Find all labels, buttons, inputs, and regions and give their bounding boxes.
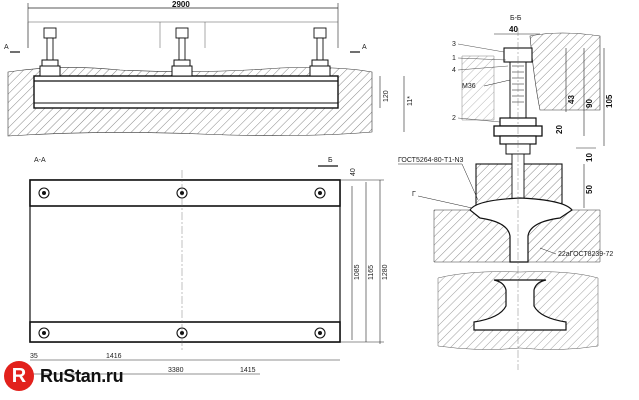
top-view: 2900 A <box>4 0 414 137</box>
dim-corner-35: 35 <box>30 353 38 360</box>
dim-1165: 1165 <box>368 265 375 280</box>
rustan-logo[interactable]: R RuStan.ru <box>4 358 124 394</box>
thread-label-m36: M36 <box>462 83 476 90</box>
section-mark-right: A <box>362 44 367 51</box>
dim-1085: 1085 <box>354 264 361 280</box>
dim-50: 50 <box>585 185 594 194</box>
dim-length-2900: 2900 <box>172 0 190 9</box>
section-b-b: Б-Б 40 M36 <box>398 15 614 370</box>
section-a-a: A-A Б 1085 1165 1280 40 <box>29 157 389 375</box>
callout-4: 4 <box>452 67 456 74</box>
bolt-assembly-3 <box>309 27 331 77</box>
dim-bottom-3380: 3380 <box>168 367 184 374</box>
dim-bottom-1416: 1416 <box>106 353 122 360</box>
dim-1280: 1280 <box>382 264 389 280</box>
callout-2: 2 <box>452 115 456 122</box>
section-mark-left: A <box>4 44 9 51</box>
dim-top-40: 40 <box>350 168 357 176</box>
dim-105: 105 <box>605 94 614 108</box>
dim-height-120: 120 <box>383 90 390 102</box>
section-mark-b: Б <box>328 157 333 164</box>
dim-width-40: 40 <box>509 25 518 34</box>
callout-g: Г <box>412 191 416 198</box>
callout-1: 1 <box>452 55 456 62</box>
dim-bottom-1415: 1415 <box>240 367 256 374</box>
dim-43: 43 <box>567 95 576 104</box>
callout-3: 3 <box>452 41 456 48</box>
rail-standard-label: 22аГОСТ8239-72 <box>558 251 613 258</box>
logo-mark-letter: R <box>11 364 27 387</box>
bolt-assembly-1 <box>39 27 61 77</box>
weld-standard-label: ГОСТ5264-80-Т1-N3 <box>398 157 464 164</box>
dim-90: 90 <box>585 99 594 108</box>
dim-height-11: 11* <box>407 96 414 106</box>
dim-10: 10 <box>585 153 594 162</box>
logo-mark-icon: R <box>4 361 34 391</box>
bolt-assembly-2 <box>171 27 193 77</box>
section-bb-title: Б-Б <box>510 15 522 22</box>
logo-text: RuStan.ru <box>40 365 124 386</box>
dim-20: 20 <box>555 125 564 134</box>
section-aa-title: A-A <box>34 157 46 164</box>
